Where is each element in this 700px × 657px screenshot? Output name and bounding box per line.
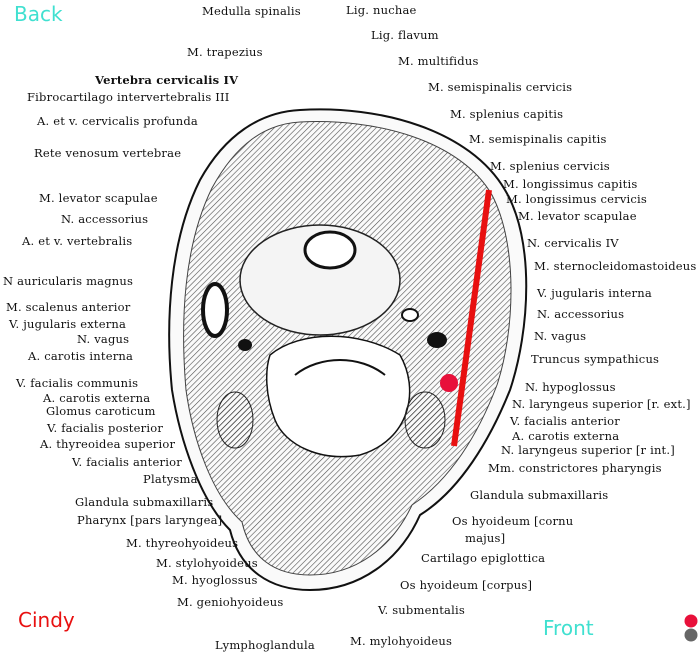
label-m-mylohyoideus: M. mylohyoideus: [350, 634, 453, 648]
label-m-levator-scapulae-right: M. levator scapulae: [518, 209, 637, 223]
label-lig-nuchae: Lig. nuchae: [346, 3, 417, 17]
label-vertebra-cervicalis: Vertebra cervicalis IV: [95, 73, 239, 87]
label-n-vagus-right: N. vagus: [534, 329, 587, 343]
label-v-submentalis: V. submentalis: [378, 603, 465, 617]
label-fibrocartilago: Fibrocartilago intervertebralis III: [27, 90, 230, 104]
label-cartilago-epiglottica: Cartilago epiglottica: [421, 551, 546, 565]
label-m-longissimus-capitis: M. longissimus capitis: [503, 177, 638, 191]
label-m-geniohyoideus: M. geniohyoideus: [177, 595, 284, 609]
orientation-front: Front: [543, 616, 594, 640]
label-m-semispinalis-capitis: M. semispinalis capitis: [469, 132, 607, 146]
label-glandula-submaxillaris-left: Glandula submaxillaris: [75, 495, 214, 509]
label-n-accessorius-left: N. accessorius: [61, 212, 149, 226]
label-mm-constrictores: Mm. constrictores pharyngis: [488, 461, 662, 475]
label-a-v-vertebralis: A. et v. vertebralis: [22, 234, 133, 248]
label-m-thyreohyoideus: M. thyreohyoideus: [126, 536, 239, 550]
label-a-carotis-externa-left: A. carotis externa: [43, 391, 151, 405]
author-label: Cindy: [18, 608, 75, 632]
label-n-laryngeus-ext: N. laryngeus superior [r. ext.]: [512, 397, 691, 411]
pharynx-shape: [265, 335, 411, 458]
label-lig-flavum: Lig. flavum: [371, 28, 439, 42]
label-os-hyoideum-cornu-2: majus]: [465, 531, 506, 545]
red-section-line: [451, 189, 492, 447]
vertebra: [239, 224, 401, 336]
label-n-accessorius-right: N. accessorius: [537, 307, 625, 321]
label-v-facialis-anterior-left: V. facialis anterior: [72, 455, 182, 469]
label-a-carotis-externa-right: A. carotis externa: [512, 429, 620, 443]
label-medulla-spinalis: Medulla spinalis: [202, 4, 301, 18]
label-v-facialis-posterior: V. facialis posterior: [47, 421, 164, 435]
label-n-hypoglossus: N. hypoglossus: [525, 380, 616, 394]
label-os-hyoideum-corpus: Os hyoideum [corpus]: [400, 578, 533, 592]
label-a-thyreoidea-superior: A. thyreoidea superior: [40, 437, 176, 451]
label-truncus-sympathicus: Truncus sympathicus: [531, 352, 660, 366]
label-m-multifidus: M. multifidus: [398, 54, 479, 68]
label-a-v-cervicalis-profunda: A. et v. cervicalis profunda: [37, 114, 198, 128]
label-m-stylohyoideus: M. stylohyoideus: [156, 556, 258, 570]
label-a-carotis-interna: A. carotis interna: [28, 349, 134, 363]
label-platysma: Platysma: [143, 472, 198, 486]
label-n-auricularis-magnus: N auricularis magnus: [3, 274, 134, 288]
label-n-cervicalis-iv: N. cervicalis IV: [527, 236, 619, 250]
label-os-hyoideum-cornu: Os hyoideum [cornu: [452, 514, 574, 528]
label-glandula-submaxillaris-right: Glandula submaxillaris: [470, 488, 609, 502]
label-v-jugularis-interna: V. jugularis interna: [537, 286, 652, 300]
label-m-sternocleidomastoideus: M. sternocleidomastoideus: [534, 259, 697, 273]
label-v-facialis-communis: V. facialis communis: [16, 376, 139, 390]
label-m-hyoglossus: M. hyoglossus: [172, 573, 258, 587]
label-m-scalenus-anterior: M. scalenus anterior: [6, 300, 131, 314]
label-n-vagus-left: N. vagus: [77, 332, 130, 346]
label-v-jugularis-externa: V. jugularis externa: [9, 317, 127, 331]
spinal-cord: [303, 230, 357, 270]
label-m-trapezius: M. trapezius: [187, 45, 263, 59]
red-dot-icon: [684, 614, 698, 628]
label-m-longissimus-cervicis: M. longissimus cervicis: [506, 192, 648, 206]
gray-dot-icon: [684, 628, 698, 642]
label-glomus-caroticum: Glomus caroticum: [46, 404, 156, 418]
label-m-splenius-capitis: M. splenius capitis: [450, 107, 564, 121]
label-rete-venosum: Rete venosum vertebrae: [34, 146, 182, 160]
label-m-splenius-cervicis: M. splenius cervicis: [490, 159, 610, 173]
label-m-semispinalis-cervicis: M. semispinalis cervicis: [428, 80, 573, 94]
red-marker: [440, 374, 458, 392]
label-lymphoglandula: Lymphoglandula: [215, 638, 315, 652]
label-v-facialis-anterior-right: V. facialis anterior: [510, 414, 620, 428]
label-pharynx: Pharynx [pars laryngea]: [77, 513, 223, 527]
label-n-laryngeus-int: N. laryngeus superior [r int.]: [501, 443, 675, 457]
orientation-back: Back: [14, 2, 63, 26]
label-m-levator-scapulae-left: M. levator scapulae: [39, 191, 158, 205]
